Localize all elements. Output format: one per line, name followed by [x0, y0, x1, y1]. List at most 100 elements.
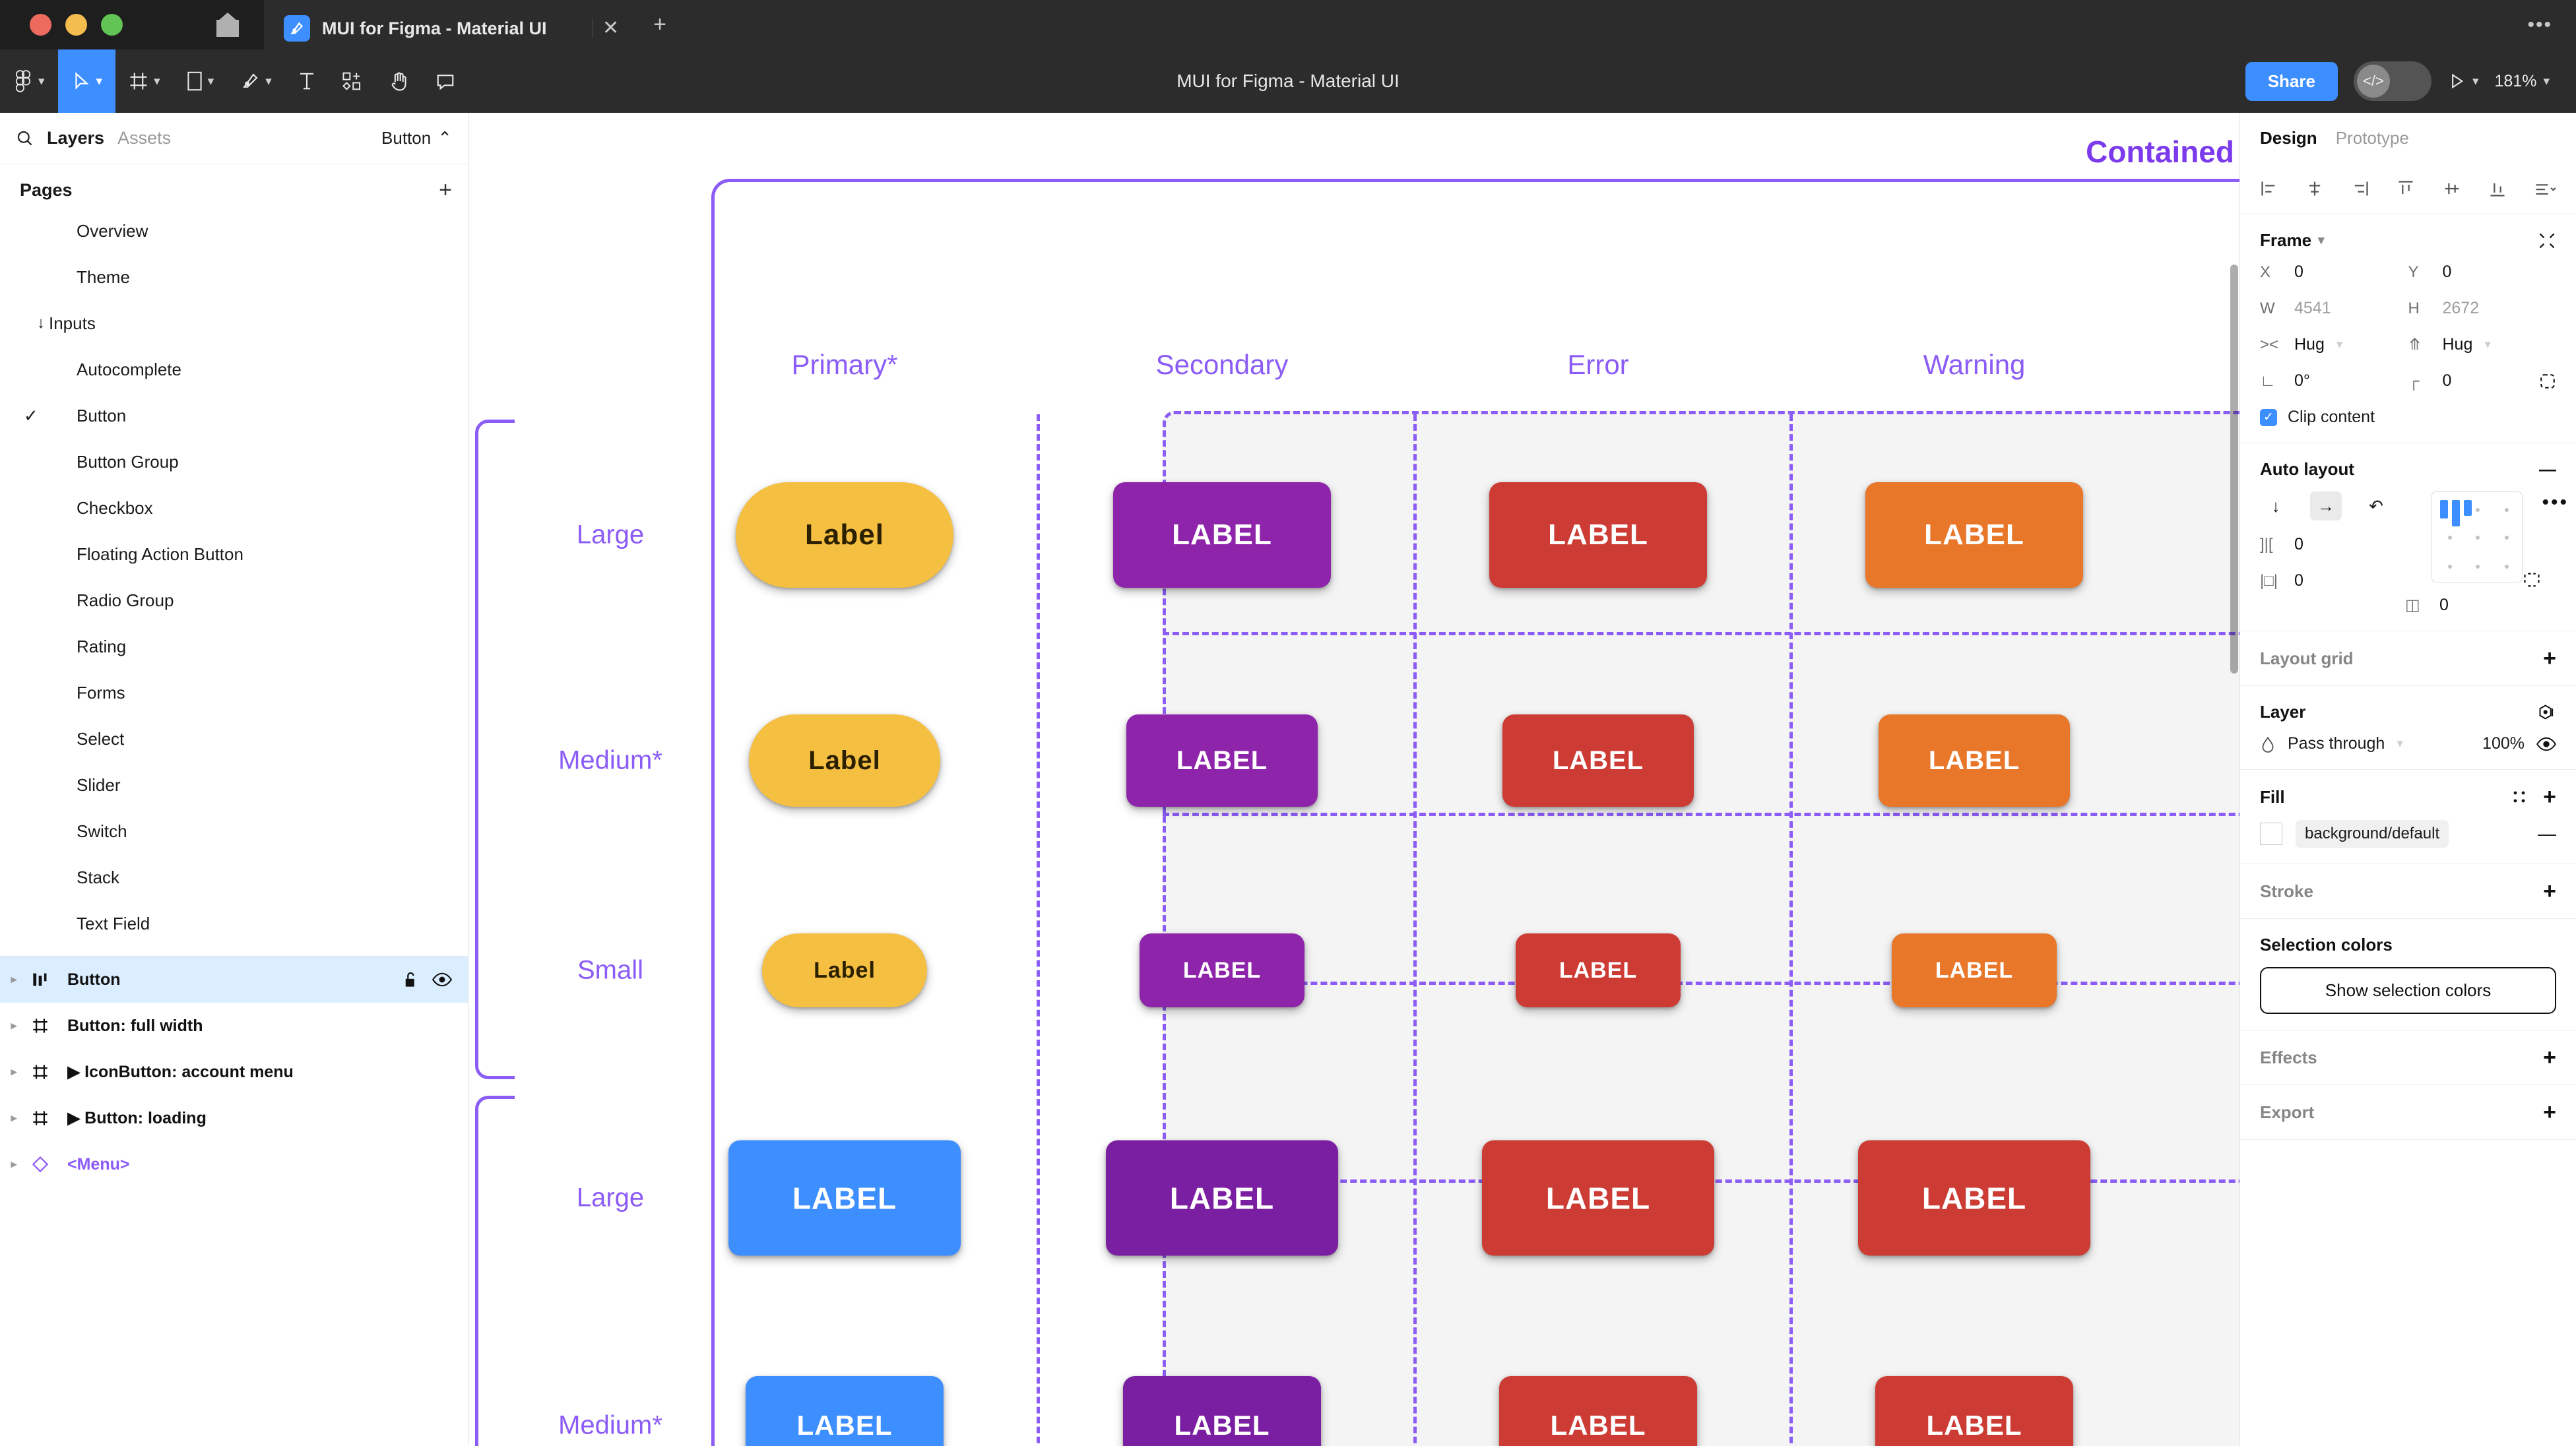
home-button[interactable]	[191, 0, 264, 49]
tab-assets[interactable]: Assets	[117, 128, 172, 148]
dev-mode-toggle[interactable]: </>	[2353, 61, 2431, 101]
direction-horizontal-button[interactable]: →	[2310, 491, 2342, 520]
variant-button-warning-large-2[interactable]: LABEL	[1858, 1140, 2090, 1256]
direction-vertical-button[interactable]: ↓	[2271, 495, 2280, 516]
variant-button-secondary-medium-2[interactable]: LABEL	[1123, 1376, 1321, 1446]
add-fill-button[interactable]: +	[2543, 784, 2556, 809]
clip-content-checkbox[interactable]: ✓	[2260, 408, 2277, 426]
variant-button-primary-medium-1[interactable]: Label	[749, 714, 940, 807]
variant-button-error-medium-2[interactable]: LABEL	[1499, 1376, 1697, 1446]
page-item-floating-action-button[interactable]: Floating Action Button	[0, 531, 468, 577]
rotation-field[interactable]: ∟0°	[2260, 371, 2408, 391]
add-layout-grid-button[interactable]: +	[2543, 646, 2556, 671]
variant-button-error-medium-1[interactable]: LABEL	[1502, 714, 1694, 807]
window-overflow-menu[interactable]: •••	[2527, 14, 2552, 36]
distribute-menu-icon[interactable]	[2534, 179, 2556, 198]
add-stroke-button[interactable]: +	[2543, 879, 2556, 904]
tab-layers[interactable]: Layers	[47, 128, 105, 148]
variant-button-primary-small-1[interactable]: Label	[762, 933, 927, 1007]
resize-height-dropdown[interactable]: ⤊ Hug ▾	[2408, 335, 2557, 354]
fill-token-name[interactable]: background/default	[2296, 820, 2449, 848]
file-tab[interactable]: MUI for Figma - Material UI ✕	[264, 7, 633, 49]
share-button[interactable]: Share	[2245, 61, 2338, 101]
search-icon[interactable]	[16, 129, 34, 147]
align-horizontal-center-icon[interactable]	[2305, 179, 2324, 198]
variant-button-warning-large-1[interactable]: LABEL	[1865, 482, 2083, 588]
page-item-select[interactable]: Select	[0, 716, 468, 762]
eye-icon[interactable]	[432, 972, 452, 987]
layer-styles-icon[interactable]	[2538, 703, 2556, 722]
page-item-radio-group[interactable]: Radio Group	[0, 577, 468, 623]
zoom-level-control[interactable]: 181% ▾	[2495, 72, 2550, 91]
layer-row[interactable]: ▸<Menu>	[0, 1141, 468, 1187]
variant-button-secondary-small-1[interactable]: LABEL	[1140, 933, 1304, 1007]
figma-menu-button[interactable]: ▾	[0, 49, 58, 113]
direction-wrap-button[interactable]: ↶	[2369, 495, 2383, 516]
minimize-window-button[interactable]	[65, 14, 87, 36]
page-item-switch[interactable]: Switch	[0, 808, 468, 854]
variant-button-warning-medium-2[interactable]: LABEL	[1875, 1376, 2073, 1446]
add-page-button[interactable]: +	[439, 177, 452, 203]
align-bottom-icon[interactable]	[2488, 179, 2507, 198]
close-tab-button[interactable]: ✕	[593, 18, 619, 38]
add-effect-button[interactable]: +	[2543, 1045, 2556, 1070]
page-item-stack[interactable]: Stack	[0, 854, 468, 900]
tab-design[interactable]: Design	[2260, 127, 2317, 148]
page-item-button-group[interactable]: Button Group	[0, 439, 468, 485]
unlock-icon[interactable]	[403, 971, 419, 988]
add-export-button[interactable]: +	[2543, 1100, 2556, 1125]
individual-padding-icon[interactable]	[2523, 571, 2569, 589]
corner-radius-field[interactable]: ┌ 0	[2408, 371, 2557, 391]
layer-row[interactable]: ▸▶ Button: loading	[0, 1095, 468, 1141]
variant-button-error-large-1[interactable]: LABEL	[1489, 482, 1707, 588]
variant-button-error-small-1[interactable]: LABEL	[1516, 933, 1681, 1007]
variant-button-secondary-medium-1[interactable]: LABEL	[1126, 714, 1318, 807]
present-button[interactable]: ▾	[2447, 72, 2479, 90]
page-item-slider[interactable]: Slider	[0, 762, 468, 808]
align-top-icon[interactable]	[2397, 179, 2415, 198]
fill-styles-icon[interactable]	[2511, 789, 2527, 805]
page-item-autocomplete[interactable]: Autocomplete	[0, 346, 468, 393]
vertical-padding-field[interactable]: ◫ 0	[2405, 596, 2523, 615]
variant-button-warning-medium-1[interactable]: LABEL	[1879, 714, 2070, 807]
remove-auto-layout-button[interactable]: —	[2539, 459, 2556, 479]
page-item-inputs[interactable]: ↓Inputs	[0, 300, 468, 346]
variant-button-primary-medium-2[interactable]: LABEL	[746, 1376, 944, 1446]
horizontal-padding-field[interactable]: |□| 0	[2260, 571, 2405, 590]
hand-tool-button[interactable]	[376, 49, 422, 113]
blend-mode-value[interactable]: Pass through	[2288, 734, 2385, 753]
variant-button-warning-small-1[interactable]: LABEL	[1892, 933, 2057, 1007]
page-item-overview[interactable]: Overview	[0, 208, 468, 254]
variant-button-secondary-large-1[interactable]: LABEL	[1113, 482, 1331, 588]
clip-content-row[interactable]: ✓ Clip content	[2260, 408, 2556, 427]
move-tool-button[interactable]: ▾	[57, 49, 116, 113]
independent-corners-icon[interactable]	[2539, 373, 2556, 390]
page-item-text-field[interactable]: Text Field	[0, 900, 468, 947]
pen-tool-button[interactable]: ▾	[227, 49, 285, 113]
show-selection-colors-button[interactable]: Show selection colors	[2260, 967, 2556, 1014]
canvas-scrollbar[interactable]	[2230, 265, 2238, 674]
resize-width-dropdown[interactable]: >< Hug ▾	[2260, 335, 2408, 354]
eye-icon[interactable]	[2536, 737, 2556, 751]
document-name-dropdown[interactable]: Button ⌃	[381, 128, 452, 148]
align-right-icon[interactable]	[2351, 179, 2369, 198]
tab-prototype[interactable]: Prototype	[2335, 127, 2409, 148]
frame-tool-button[interactable]: ▾	[115, 49, 174, 113]
frame-label-contained[interactable]: Contained	[2086, 135, 2234, 169]
page-item-theme[interactable]: Theme	[0, 254, 468, 300]
fill-color-swatch[interactable]	[2260, 823, 2282, 845]
comment-tool-button[interactable]	[422, 49, 468, 113]
resources-tool-button[interactable]	[329, 49, 376, 113]
page-item-checkbox[interactable]: Checkbox	[0, 485, 468, 531]
layer-row[interactable]: ▸▶ IconButton: account menu	[0, 1049, 468, 1095]
variant-button-error-large-2[interactable]: LABEL	[1482, 1140, 1714, 1256]
collapse-icon[interactable]	[2538, 232, 2556, 250]
auto-layout-alignment-pad[interactable]	[2431, 491, 2523, 582]
expand-caret-icon[interactable]: ▸	[11, 973, 17, 986]
auto-layout-more-button[interactable]: •••	[2542, 491, 2569, 513]
gap-field[interactable]: ]|[ 0	[2260, 535, 2405, 554]
text-tool-button[interactable]	[285, 49, 329, 113]
